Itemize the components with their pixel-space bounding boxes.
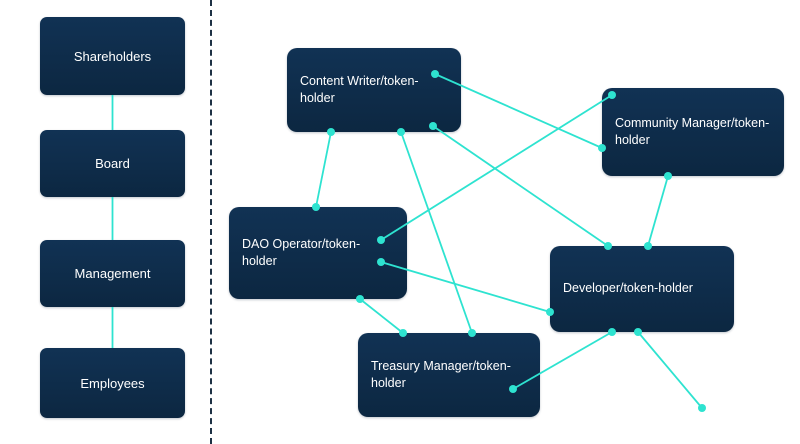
network-node-label: Developer/token-holder: [563, 281, 693, 296]
hierarchy-node-shareholders: Shareholders: [40, 17, 185, 95]
network-node-label: Content Writer/token-holder: [300, 73, 419, 106]
network-node-label: Community Manager/token-holder: [615, 115, 770, 148]
divider-dashed-line: [210, 0, 212, 444]
hierarchy-node-employees: Employees: [40, 348, 185, 418]
network-node-label: DAO Operator/token-holder: [242, 236, 361, 269]
network-node-treasury-manager: Treasury Manager/token-holder: [358, 333, 540, 417]
hierarchy-node-label: Management: [74, 266, 151, 281]
network-node-content-writer: Content Writer/token-holder: [287, 48, 461, 132]
hierarchy-node-label: Employees: [80, 375, 145, 391]
network-node-dao-operator: DAO Operator/token-holder: [229, 207, 407, 299]
hierarchy-node-board: Board: [40, 130, 185, 197]
network-node-community-manager: Community Manager/token-holder: [602, 88, 784, 176]
hierarchy-node-management: Management: [40, 240, 185, 307]
hierarchy-node-label: Board: [95, 156, 130, 171]
network-node-label: Treasury Manager/token-holder: [371, 358, 511, 391]
hierarchy-node-label: Shareholders: [73, 48, 152, 64]
network-node-developer: Developer/token-holder: [550, 246, 734, 332]
